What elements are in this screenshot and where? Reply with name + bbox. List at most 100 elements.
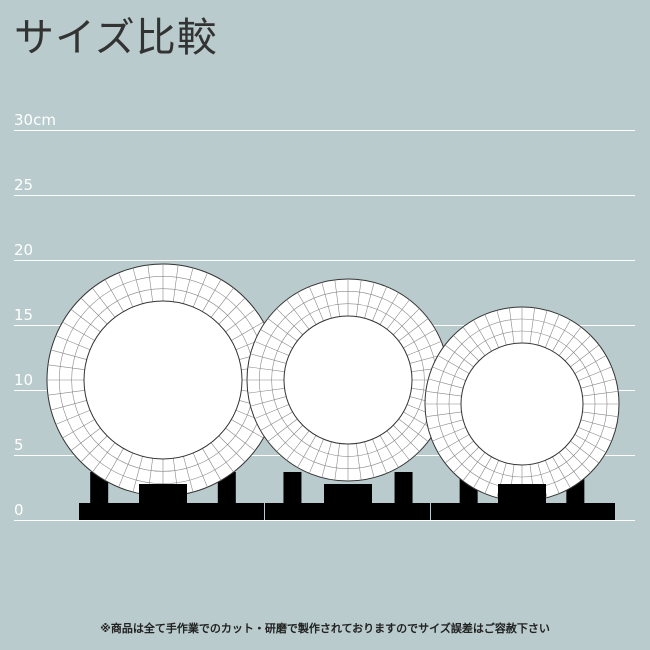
- rim-tile-line: [254, 341, 289, 356]
- rim-tile-line: [297, 292, 317, 325]
- tick-label-10: 10: [14, 371, 34, 389]
- rim-tile-line: [202, 448, 222, 481]
- rim-tile-line: [321, 441, 332, 478]
- rim-tile-line: [55, 409, 91, 425]
- gridline-20: [14, 260, 635, 261]
- rim-tile-line: [267, 418, 298, 442]
- rim-tile-line: [545, 460, 560, 494]
- rim-tile-line: [580, 378, 616, 389]
- rim-tile-line: [372, 286, 387, 321]
- rim-tile-line: [473, 456, 492, 489]
- rim-tile-line: [398, 418, 429, 442]
- rim-tile-line: [210, 442, 234, 473]
- rim-tile-line: [132, 267, 143, 304]
- rim-tile-line: [92, 442, 116, 473]
- rim-tile-line: [297, 435, 317, 468]
- rim-tile-line: [309, 286, 324, 321]
- stand-base: [431, 503, 615, 520]
- rim-tile-line: [432, 366, 466, 381]
- rim-tile-line: [50, 400, 87, 411]
- rim-tile-line: [47, 364, 85, 370]
- rim-tile-line: [118, 272, 134, 308]
- rim-tile-line: [104, 279, 124, 312]
- stand-front-block: [139, 484, 187, 504]
- gridline-0: [14, 520, 635, 521]
- rim-tile-line: [225, 309, 256, 333]
- rim-tile-line: [578, 427, 612, 442]
- rim-tile-line: [393, 425, 420, 452]
- rim-tile-line: [132, 456, 143, 493]
- rim-tile-line: [574, 355, 607, 374]
- rim-tile-line: [386, 299, 410, 330]
- rim-tile-line: [183, 456, 194, 493]
- rim-tile-line: [578, 366, 612, 381]
- rim-tile-line: [496, 310, 507, 346]
- gridline-30: [14, 130, 635, 131]
- rim-tile-line: [558, 452, 582, 482]
- rim-tile-line: [364, 441, 375, 478]
- rim-tile-line: [50, 349, 87, 360]
- tick-label-30: 30cm: [14, 111, 56, 129]
- rim-tile-line: [286, 299, 310, 330]
- rim-tile-line: [428, 378, 464, 389]
- rim-tile-line: [425, 391, 462, 397]
- rim-tile-line: [55, 335, 91, 351]
- rim-tile-line: [564, 446, 591, 473]
- plate-well: [283, 315, 413, 445]
- rim-tile-line: [321, 282, 332, 319]
- rim-tile-line: [453, 335, 480, 362]
- plate-2: [246, 278, 450, 520]
- stand-leg-right: [394, 472, 413, 504]
- rim-tile-line: [558, 326, 582, 356]
- rim-tile-ring: [271, 303, 425, 457]
- rim-tile-line: [403, 329, 436, 349]
- rim-tile-line: [334, 279, 340, 317]
- rim-tile-line: [231, 321, 264, 341]
- rim-tile-line: [334, 443, 340, 481]
- plate-well: [83, 300, 243, 460]
- rim-tile-line: [47, 390, 85, 396]
- rim-tile-line: [364, 282, 375, 319]
- page-title: サイズ比較: [14, 15, 218, 61]
- rim-tile-line: [356, 443, 362, 481]
- rim-tile-line: [104, 448, 124, 481]
- rim-tile-line: [70, 427, 101, 451]
- rim-tile-line: [552, 319, 571, 352]
- plate-3: [424, 306, 620, 520]
- rim-tile-line: [570, 440, 600, 464]
- rim-tile-line: [564, 335, 591, 362]
- rim-tile-line: [570, 344, 600, 368]
- rim-tile-line: [80, 435, 108, 463]
- rim-tile-line: [356, 279, 362, 317]
- rim-tile-line: [218, 297, 246, 325]
- rim-tile-line: [437, 355, 470, 374]
- rim-tile-line: [473, 319, 492, 352]
- tick-label-20: 20: [14, 241, 34, 259]
- rim-tile-line: [247, 388, 285, 394]
- rim-tile-line: [582, 411, 619, 417]
- stand-leg-left: [283, 472, 302, 504]
- rim-tile-line: [372, 439, 387, 474]
- rim-tile-line: [218, 435, 246, 463]
- rim-tile-line: [210, 287, 234, 318]
- rim-tile-line: [276, 308, 303, 335]
- rim-tile-line: [484, 314, 499, 348]
- tick-label-15: 15: [14, 306, 34, 324]
- rim-tile-line: [309, 439, 324, 474]
- rim-tile-line: [92, 287, 116, 318]
- rim-tile-ring: [448, 330, 596, 478]
- tick-label-5: 5: [14, 436, 24, 454]
- plate-1: [46, 263, 280, 520]
- rim-tile-line: [254, 404, 289, 419]
- rim-tile-line: [260, 411, 293, 431]
- rim-tile-line: [484, 460, 499, 494]
- rim-tile-line: [379, 292, 399, 325]
- rim-tile-line: [386, 430, 410, 461]
- rim-tile-line: [260, 329, 293, 349]
- rim-tile-line: [428, 419, 464, 430]
- rim-tile-line: [379, 435, 399, 468]
- rim-tile-line: [62, 419, 95, 439]
- stand-front-block: [324, 484, 372, 504]
- stand-base: [79, 503, 264, 520]
